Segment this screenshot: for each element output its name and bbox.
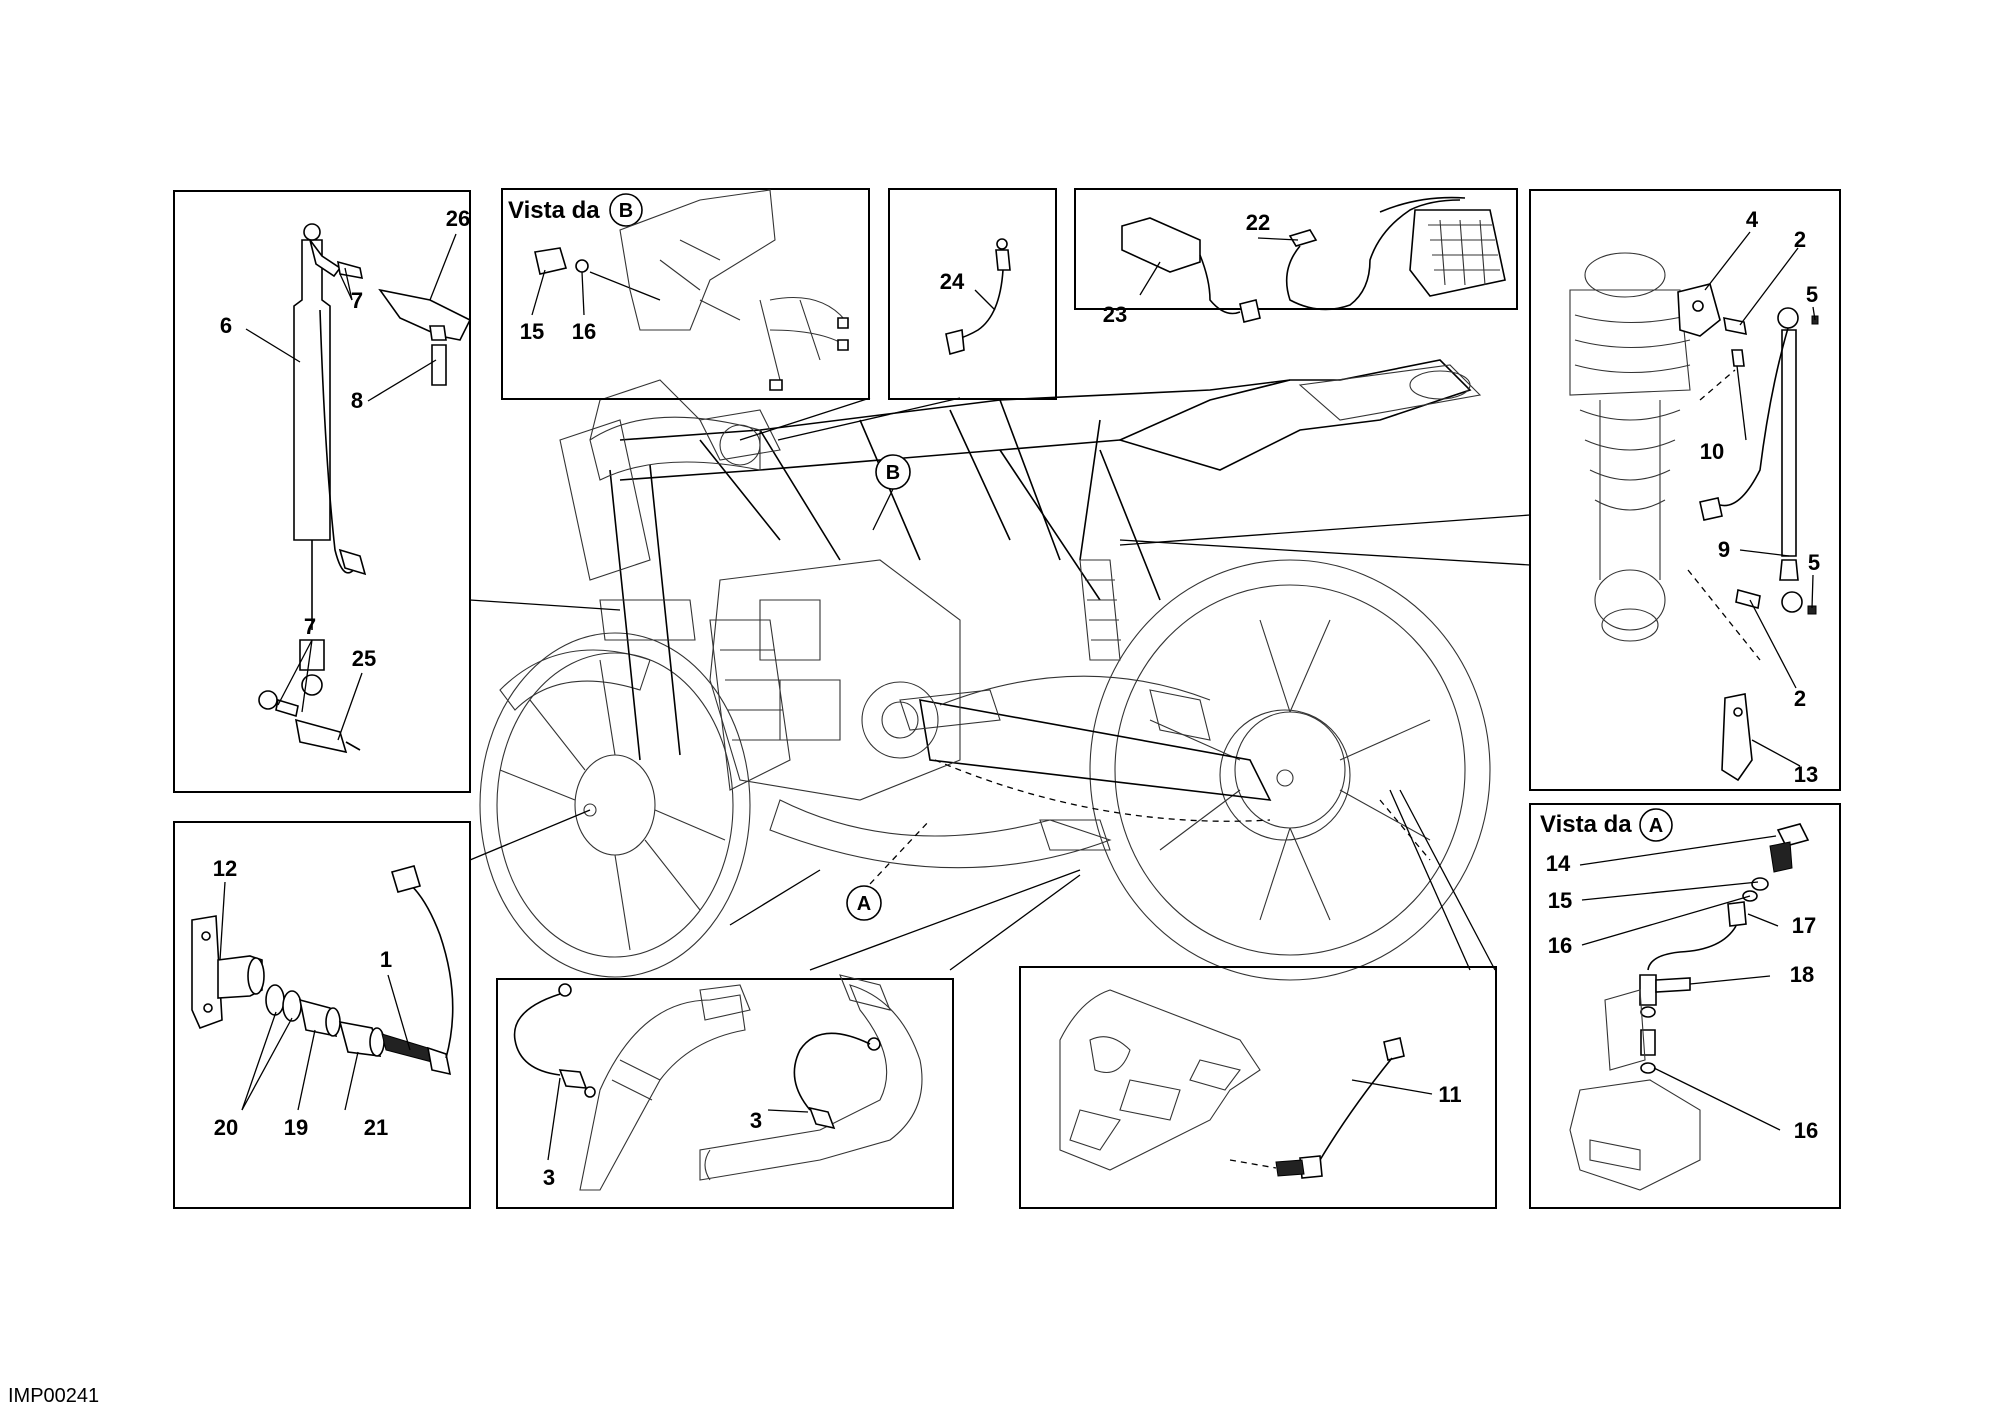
callout-7-top: 7 [351, 288, 363, 313]
panel-rear-shock: 4 2 5 10 9 5 2 13 [1529, 189, 1841, 791]
callout-17: 17 [1792, 913, 1816, 938]
panel-view-b: Vista da B 15 16 [501, 188, 870, 400]
view-b-marker: B [872, 454, 911, 531]
panel-lambda-sensors: 3 3 [496, 974, 954, 1209]
callout-15-view-b: 15 [520, 319, 544, 344]
drawing-code: IMP00241 [8, 1385, 99, 1407]
callout-14: 14 [1546, 851, 1571, 876]
view-a-title-letter: A [1649, 815, 1663, 837]
callout-6: 6 [220, 313, 232, 338]
callout-10: 10 [1700, 439, 1724, 464]
callout-2-top: 2 [1794, 227, 1806, 252]
view-b-title-prefix: Vista da [508, 197, 600, 224]
callout-13: 13 [1794, 762, 1818, 787]
callout-20: 20 [214, 1115, 238, 1140]
callout-5-top: 5 [1806, 282, 1818, 307]
callout-16-view-a-bottom: 16 [1794, 1118, 1818, 1143]
panel-steering-damper: 26 6 7 8 7 25 [173, 190, 472, 793]
callout-3-left: 3 [543, 1165, 555, 1190]
callout-26: 26 [446, 206, 470, 231]
callout-connector-lines [469, 397, 1531, 971]
callout-19: 19 [284, 1115, 308, 1140]
callout-9: 9 [1718, 537, 1730, 562]
callout-2-bottom: 2 [1794, 686, 1806, 711]
callout-8: 8 [351, 388, 363, 413]
callout-25: 25 [352, 646, 376, 671]
callout-12: 12 [213, 856, 237, 881]
callout-7-bottom: 7 [304, 614, 316, 639]
callout-24: 24 [940, 269, 965, 294]
callout-1: 1 [380, 947, 392, 972]
callout-23: 23 [1103, 302, 1127, 327]
panel-rear-speed-sensor: 11 [1019, 966, 1497, 1209]
callout-3-right: 3 [750, 1108, 762, 1133]
callout-11: 11 [1438, 1082, 1461, 1107]
panel-front-speed-sensor: 12 1 20 19 21 [173, 821, 471, 1209]
callout-16-view-a-top: 16 [1548, 933, 1572, 958]
panel-connectors-22-23: 22 23 [1074, 188, 1518, 327]
panel-sensor-24: 24 [888, 188, 1057, 400]
callout-15-view-a: 15 [1548, 888, 1572, 913]
callout-18: 18 [1790, 962, 1814, 987]
view-a-title-prefix: Vista da [1540, 811, 1632, 838]
view-b-title-letter: B [619, 200, 633, 222]
callout-4: 4 [1746, 207, 1759, 232]
callout-5-bottom: 5 [1808, 550, 1820, 575]
view-a-marker: A [846, 885, 882, 921]
view-b-label: B [886, 462, 900, 484]
motorcycle-frame-drawing [479, 359, 1491, 981]
view-a-label: A [857, 893, 871, 915]
panel-view-a: Vista da A 14 15 16 17 18 1 [1529, 803, 1841, 1209]
callout-16-view-b: 16 [572, 319, 596, 344]
callout-22: 22 [1246, 210, 1270, 235]
callout-21: 21 [364, 1115, 388, 1140]
